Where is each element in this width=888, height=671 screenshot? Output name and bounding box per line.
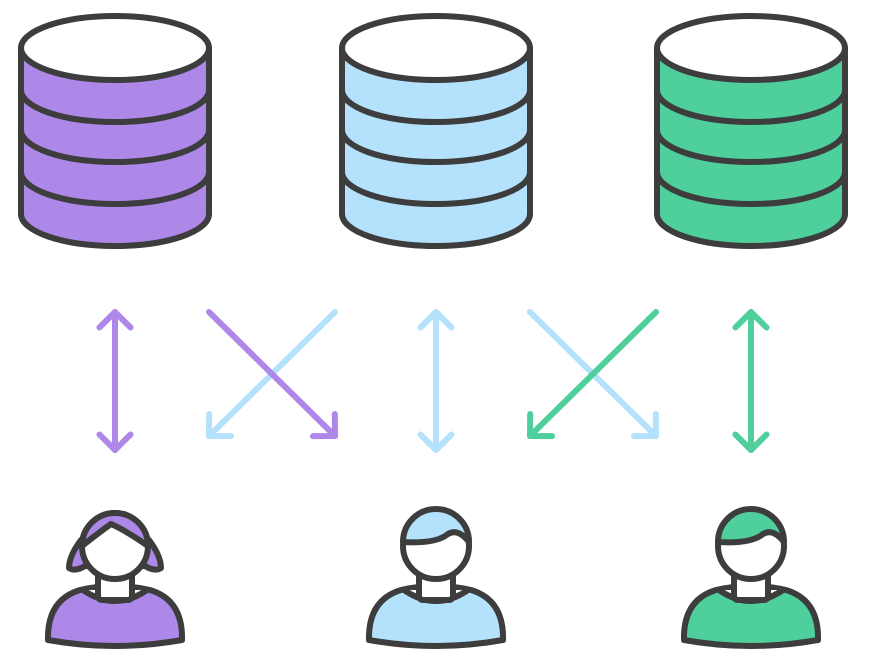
database-band-line xyxy=(18,87,212,125)
database-band-line xyxy=(339,87,533,125)
arrowhead xyxy=(310,411,338,440)
connections-group xyxy=(96,309,770,453)
database-green xyxy=(654,13,848,249)
arrowhead xyxy=(527,411,555,440)
database-band-line xyxy=(654,169,848,207)
arrowhead xyxy=(96,309,134,331)
user-hair xyxy=(400,506,472,546)
arrowhead xyxy=(631,411,659,440)
arrow-purple-diagonal xyxy=(206,309,338,440)
database-band-line xyxy=(339,127,533,165)
arrow-green-diagonal xyxy=(527,309,659,440)
arrowhead xyxy=(417,309,455,331)
database-band-line xyxy=(339,169,533,207)
databases-group xyxy=(18,13,848,249)
users-group xyxy=(44,506,822,649)
user-torso xyxy=(44,583,186,649)
arrowhead xyxy=(732,309,770,331)
user-blue xyxy=(365,506,507,649)
database-body xyxy=(18,45,212,249)
database-blue xyxy=(339,13,533,249)
arrow-shaft xyxy=(206,309,338,439)
user-torso xyxy=(680,583,822,649)
arrow-blue-vertical xyxy=(417,309,455,453)
user-hair xyxy=(715,506,787,546)
database-band-line xyxy=(18,127,212,165)
database-band-line xyxy=(654,127,848,165)
arrowhead xyxy=(417,431,455,453)
database-top xyxy=(18,13,212,83)
user-purple xyxy=(44,510,186,649)
database-body xyxy=(339,45,533,249)
user-hair xyxy=(79,510,151,549)
arrow-shaft xyxy=(527,309,659,439)
arrowhead xyxy=(732,431,770,453)
database-band-line xyxy=(18,169,212,207)
user-green xyxy=(680,506,822,649)
arrow-purple-vertical xyxy=(96,309,134,453)
database-purple xyxy=(18,13,212,249)
arrow-green-vertical xyxy=(732,309,770,453)
database-body xyxy=(654,45,848,249)
user-torso xyxy=(365,583,507,649)
database-top xyxy=(339,13,533,83)
database-band-line xyxy=(654,87,848,125)
database-top xyxy=(654,13,848,83)
arrowhead xyxy=(96,431,134,453)
arrowhead xyxy=(206,411,234,440)
